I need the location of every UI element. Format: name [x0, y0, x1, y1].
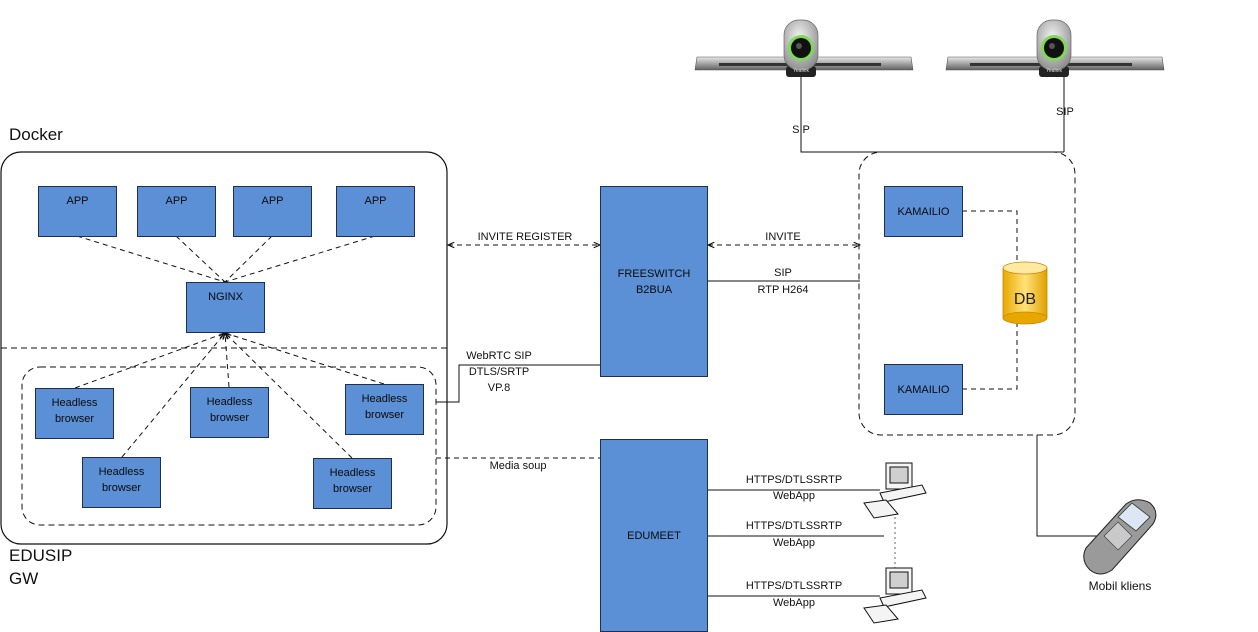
webapp-label: WebApp [773, 490, 815, 502]
camera-sip-label: SIP [1056, 106, 1074, 118]
computer-icon [863, 462, 927, 519]
headless-browser-box[interactable]: Headless browser [190, 387, 269, 438]
rtp-h264-label: RTP H264 [757, 284, 809, 296]
headless-browser-box[interactable]: Headless browser [82, 457, 161, 508]
app-label: APP [364, 195, 387, 207]
headless-browser-label: Headless browser [98, 466, 145, 494]
video-conference-camera-icon [945, 19, 1165, 77]
https-label: HTTPS/DTLSSRTP [745, 474, 843, 486]
gw-label-line2: GW [9, 569, 39, 588]
nginx-box[interactable]: NGINX [186, 282, 265, 333]
b2bua-label: B2BUA [635, 283, 673, 296]
mobile-client-label: Mobil kliens [1088, 579, 1152, 593]
gw-label-line1: EDUSIP [9, 546, 73, 565]
app-box[interactable]: APP [233, 186, 312, 237]
kamailio-box[interactable]: KAMAILIO [884, 186, 963, 237]
freeswitch-label: FREESWITCH [617, 267, 691, 280]
mobile-phone-icon [1083, 499, 1157, 575]
invite-register-label: INVITE REGISTER [477, 231, 573, 243]
dtls-srtp-label: DTLS/SRTP [468, 366, 530, 378]
webrtc-sip-label: WebRTC SIP [466, 350, 532, 362]
db-label: DB [1013, 291, 1037, 308]
database-icon [1002, 261, 1048, 325]
webapp-label: WebApp [773, 537, 815, 549]
kamailio-label: KAMAILIO [897, 205, 950, 218]
app-box[interactable]: APP [137, 186, 216, 237]
camera-brand-label: Yealink [1046, 68, 1062, 74]
headless-browser-box[interactable]: Headless browser [345, 384, 424, 435]
video-conference-camera-icon [694, 19, 914, 77]
https-label: HTTPS/DTLSSRTP [745, 520, 843, 532]
kamailio-label: KAMAILIO [897, 383, 950, 396]
app-box[interactable]: APP [336, 186, 415, 237]
camera-sip-label: SIP [792, 124, 810, 136]
app-label: APP [66, 195, 89, 207]
webapp-label: WebApp [773, 597, 815, 609]
app-label: APP [261, 195, 284, 207]
computer-icon [863, 567, 927, 624]
headless-browser-label: Headless browser [361, 393, 408, 421]
camera-brand-label: Yealink [793, 68, 809, 74]
vp8-label: VP.8 [487, 382, 511, 394]
nginx-label: NGINX [208, 291, 243, 303]
headless-browser-box[interactable]: Headless browser [35, 388, 114, 439]
edumeet-box[interactable]: EDUMEET [600, 439, 708, 632]
headless-browser-label: Headless browser [329, 467, 376, 495]
headless-browser-label: Headless browser [51, 397, 98, 425]
headless-group [21, 366, 437, 526]
headless-browser-box[interactable]: Headless browser [313, 458, 392, 509]
invite-label: INVITE [765, 231, 801, 243]
kamailio-box[interactable]: KAMAILIO [884, 364, 963, 415]
sip-label: SIP [774, 267, 792, 279]
edumeet-label: EDUMEET [627, 529, 681, 542]
https-label: HTTPS/DTLSSRTP [745, 580, 843, 592]
headless-browser-label: Headless browser [206, 396, 253, 424]
app-label: APP [165, 195, 188, 207]
app-box[interactable]: APP [38, 186, 117, 237]
freeswitch-box[interactable]: FREESWITCH B2BUA [600, 186, 708, 377]
media-soup-label: Media soup [489, 460, 547, 472]
docker-label: Docker [9, 125, 63, 144]
